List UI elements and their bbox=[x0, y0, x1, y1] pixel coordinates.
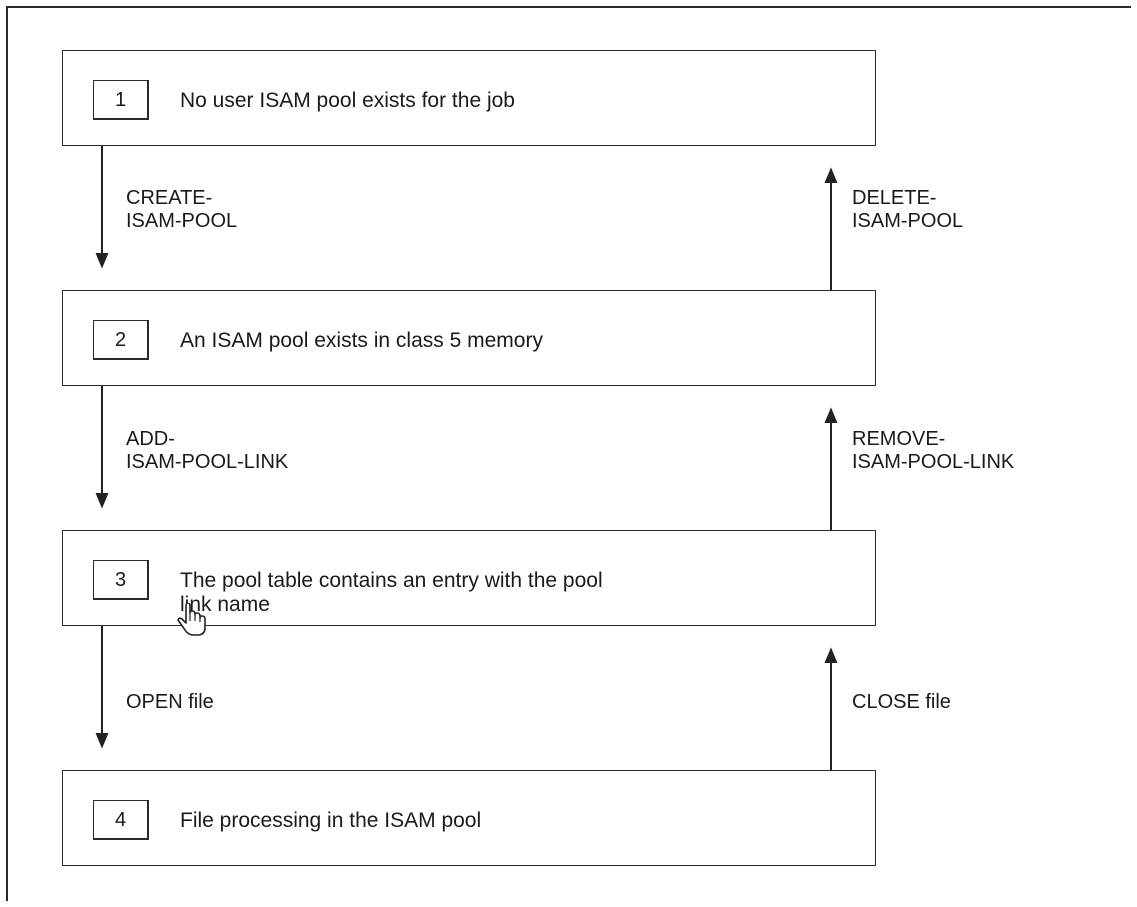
state-number-3: 3 bbox=[93, 560, 149, 600]
state-text-3: The pool table contains an entry with th… bbox=[180, 569, 603, 616]
state-number-4: 4 bbox=[93, 800, 149, 840]
label-open-file: OPEN file bbox=[126, 691, 214, 713]
state-text-4: File processing in the ISAM pool bbox=[180, 809, 482, 832]
arrow-down-2-head bbox=[95, 493, 109, 509]
state-box-1: 1 No user ISAM pool exists for the job bbox=[62, 50, 876, 146]
state-number-1: 1 bbox=[93, 80, 149, 120]
arrow-up-2-head bbox=[824, 407, 838, 423]
arrow-up-1-head bbox=[824, 167, 838, 183]
state-box-4: 4 File processing in the ISAM pool bbox=[62, 770, 876, 866]
state-box-3: 3 The pool table contains an entry with … bbox=[62, 530, 876, 626]
arrow-down-1-head bbox=[95, 253, 109, 269]
label-add-isam-pool-link: ADD- ISAM-POOL-LINK bbox=[126, 428, 289, 473]
arrow-up-3-head bbox=[824, 647, 838, 663]
label-create-isam-pool: CREATE- ISAM-POOL bbox=[126, 187, 238, 232]
label-close-file: CLOSE file bbox=[852, 691, 951, 713]
hand-pointer-icon bbox=[177, 603, 206, 636]
arrow-down-3-head bbox=[95, 733, 109, 749]
diagram-frame bbox=[6, 6, 1131, 901]
state-number-2: 2 bbox=[93, 320, 149, 360]
label-remove-isam-pool-link: REMOVE- ISAM-POOL-LINK bbox=[852, 428, 1015, 473]
label-delete-isam-pool: DELETE- ISAM-POOL bbox=[852, 187, 964, 232]
state-text-1: No user ISAM pool exists for the job bbox=[180, 89, 515, 112]
state-box-2: 2 An ISAM pool exists in class 5 memory bbox=[62, 290, 876, 386]
state-text-2: An ISAM pool exists in class 5 memory bbox=[180, 329, 543, 352]
